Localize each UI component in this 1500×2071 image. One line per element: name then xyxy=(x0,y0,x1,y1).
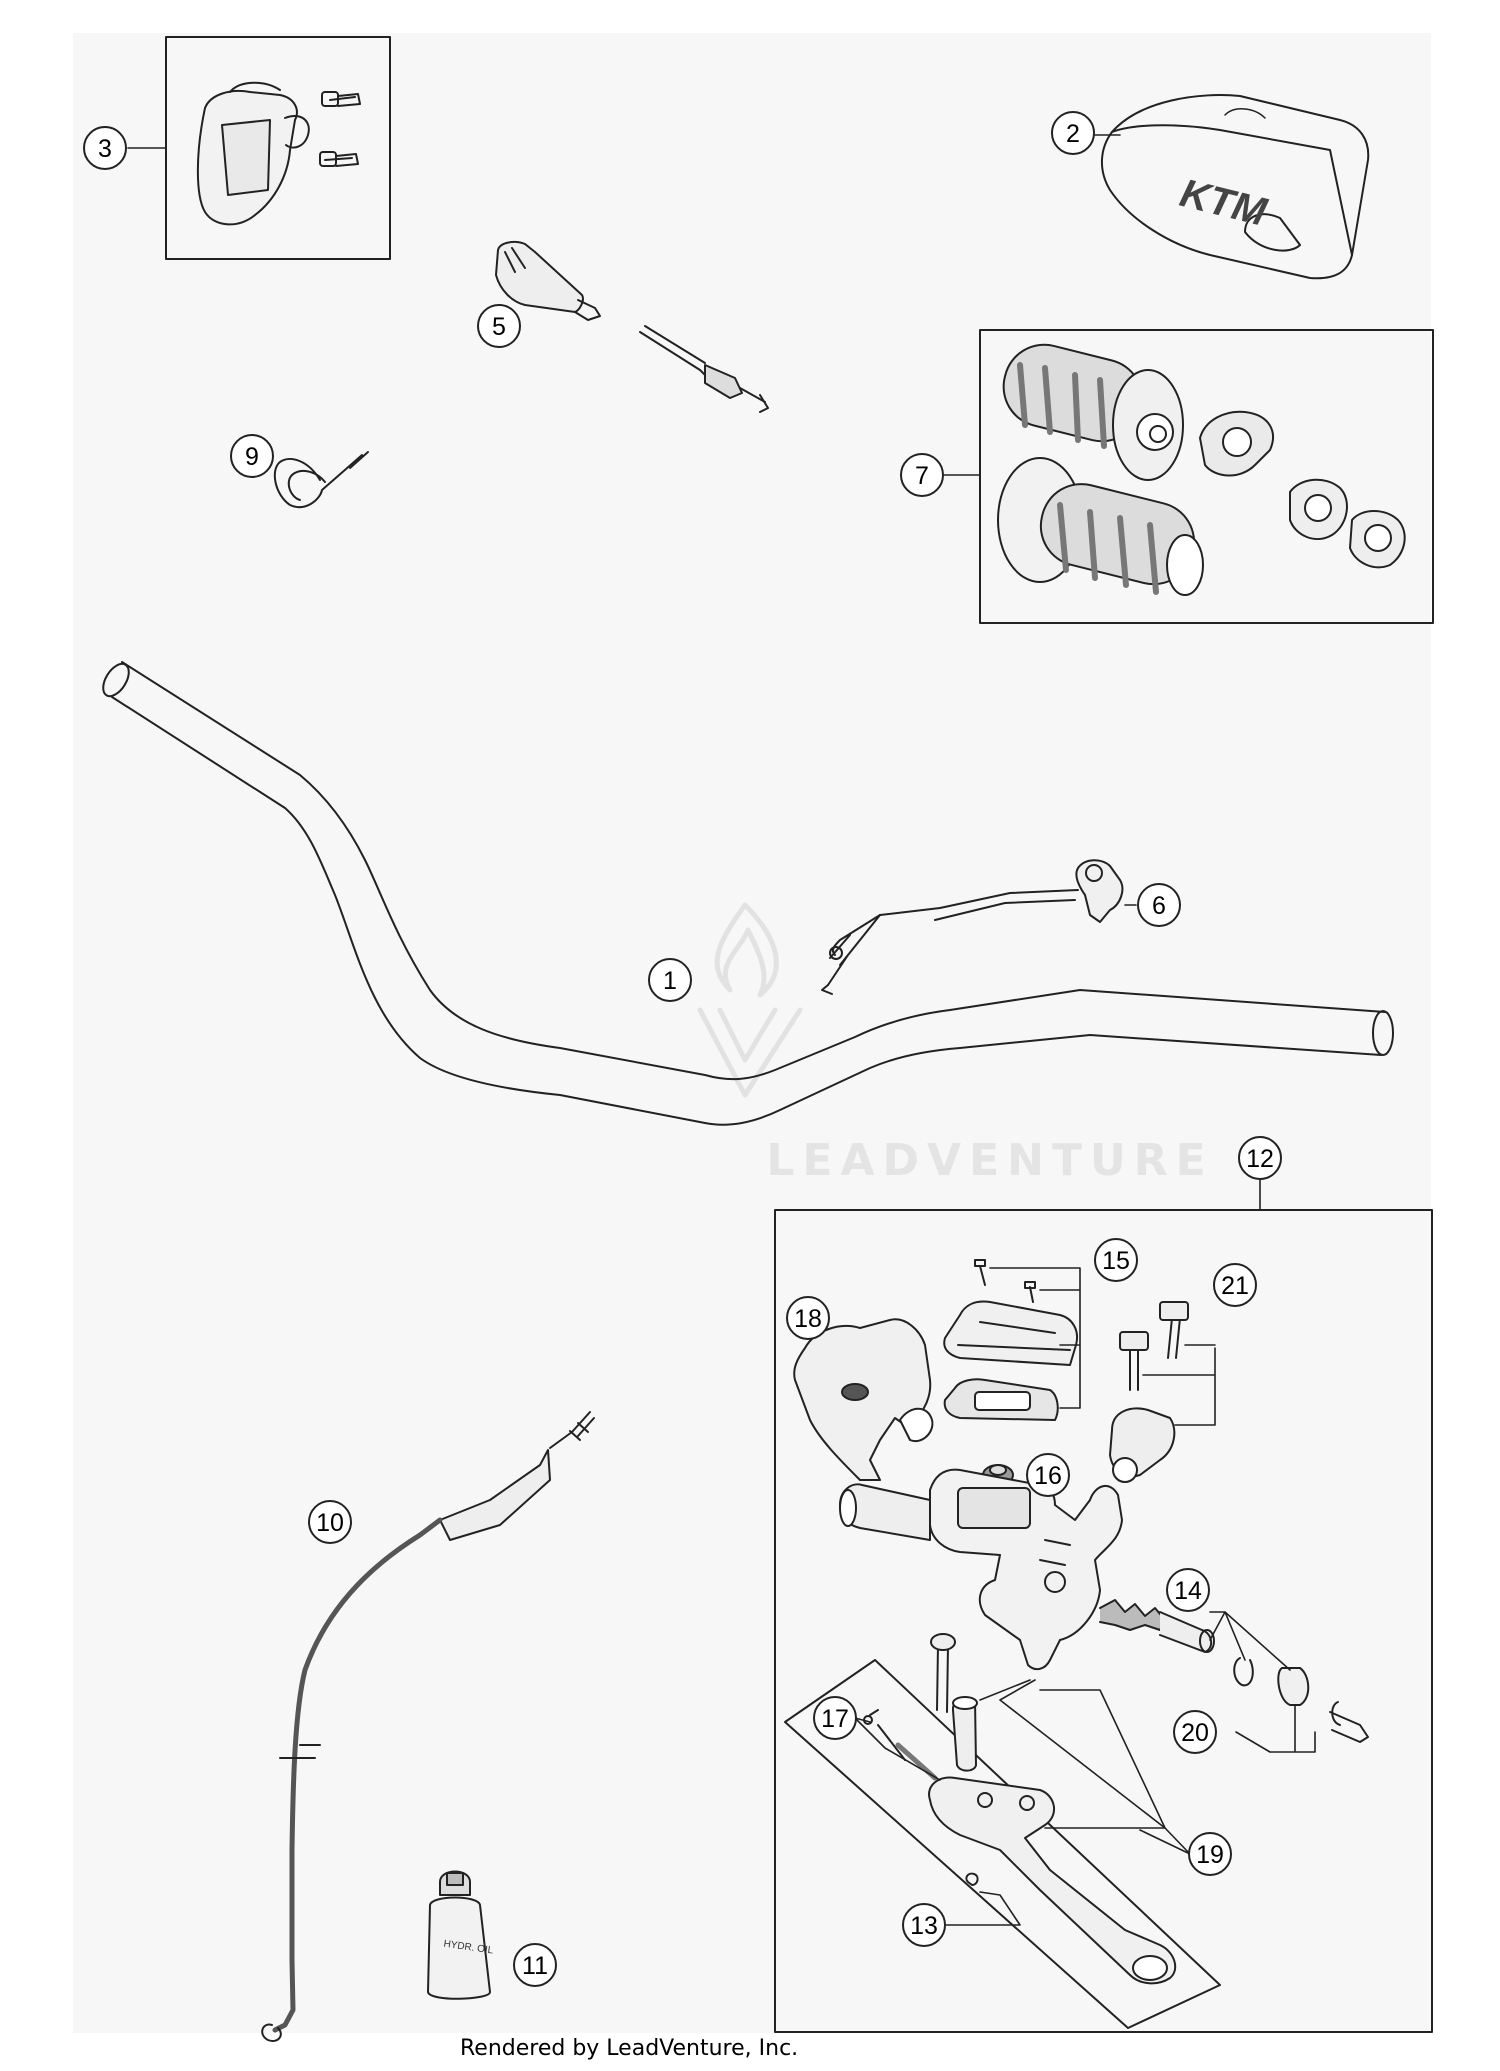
svg-text:12: 12 xyxy=(1246,1145,1274,1173)
callouts: 1 2 3 5 6 7 9 10 11 12 13 14 xyxy=(83,111,1282,1987)
svg-text:20: 20 xyxy=(1181,1719,1209,1747)
watermark: LEADVENTURE xyxy=(697,902,1213,1186)
svg-text:5: 5 xyxy=(492,313,506,341)
callout-3[interactable]: 3 xyxy=(83,126,127,170)
callout-6[interactable]: 6 xyxy=(1137,883,1181,927)
left-grip xyxy=(1002,343,1184,481)
callout-15[interactable]: 15 xyxy=(1094,1238,1138,1282)
handlebar-pad: KTM xyxy=(1100,94,1370,280)
callout-10[interactable]: 10 xyxy=(308,1500,352,1544)
svg-text:9: 9 xyxy=(245,443,259,471)
svg-text:21: 21 xyxy=(1221,1272,1249,1300)
svg-text:2: 2 xyxy=(1066,120,1080,148)
callout-16[interactable]: 16 xyxy=(1026,1453,1070,1497)
kill-switch-assembly xyxy=(165,36,391,260)
grip-rings xyxy=(1289,478,1406,569)
start-button-wiring xyxy=(821,859,1124,995)
lever-guard xyxy=(793,1318,934,1481)
svg-text:17: 17 xyxy=(821,1705,849,1733)
svg-text:13: 13 xyxy=(910,1912,938,1940)
handlebar-clamp xyxy=(1109,1301,1189,1483)
cable-tie xyxy=(273,451,369,509)
master-cylinder-body xyxy=(839,1468,1123,1671)
reservoir-cover xyxy=(943,1259,1078,1421)
callout-19[interactable]: 19 xyxy=(1188,1832,1232,1876)
callout-13[interactable]: 13 xyxy=(902,1903,946,1947)
svg-text:14: 14 xyxy=(1174,1577,1202,1605)
callout-14[interactable]: 14 xyxy=(1166,1568,1210,1612)
callout-20[interactable]: 20 xyxy=(1173,1710,1217,1754)
brake-line xyxy=(261,1411,595,2042)
leader-lines xyxy=(127,134,1316,1926)
hand-brake-lever-assembly xyxy=(784,1633,1221,2029)
grip-cam xyxy=(1199,410,1274,477)
callout-12[interactable]: 12 xyxy=(1238,1136,1282,1180)
svg-text:16: 16 xyxy=(1034,1462,1062,1490)
piston-kit xyxy=(1099,1599,1369,1743)
callout-18[interactable]: 18 xyxy=(786,1296,830,1340)
grips-assembly xyxy=(979,329,1434,624)
svg-text:19: 19 xyxy=(1196,1841,1224,1869)
callout-2[interactable]: 2 xyxy=(1051,111,1095,155)
callout-17[interactable]: 17 xyxy=(813,1696,857,1740)
ktm-logo: KTM xyxy=(1176,171,1272,235)
watermark-text: LEADVENTURE xyxy=(766,1135,1213,1186)
svg-text:15: 15 xyxy=(1102,1247,1130,1275)
callout-1[interactable]: 1 xyxy=(648,958,692,1002)
svg-text:10: 10 xyxy=(316,1509,344,1537)
svg-text:1: 1 xyxy=(663,967,677,995)
svg-text:6: 6 xyxy=(1152,892,1166,920)
right-grip xyxy=(997,457,1204,596)
brake-master-cylinder-assembly xyxy=(774,1209,1433,2033)
svg-text:11: 11 xyxy=(522,1952,548,1980)
throttle-sensor xyxy=(495,241,769,413)
callout-21[interactable]: 21 xyxy=(1213,1263,1257,1307)
svg-text:18: 18 xyxy=(794,1305,822,1333)
callout-11[interactable]: 11 xyxy=(513,1943,557,1987)
svg-text:KTM: KTM xyxy=(1176,171,1272,235)
callout-5[interactable]: 5 xyxy=(477,304,521,348)
footer-credit: Rendered by LeadVenture, Inc. xyxy=(460,2036,799,2061)
callout-9[interactable]: 9 xyxy=(230,434,274,478)
watermark-flame-logo xyxy=(697,902,803,1098)
handlebar xyxy=(102,661,1394,1126)
hydraulic-oil-bottle: HYDR. OIL xyxy=(427,1870,494,2000)
callout-7[interactable]: 7 xyxy=(900,453,944,497)
svg-text:7: 7 xyxy=(915,462,929,490)
svg-text:3: 3 xyxy=(98,135,112,163)
